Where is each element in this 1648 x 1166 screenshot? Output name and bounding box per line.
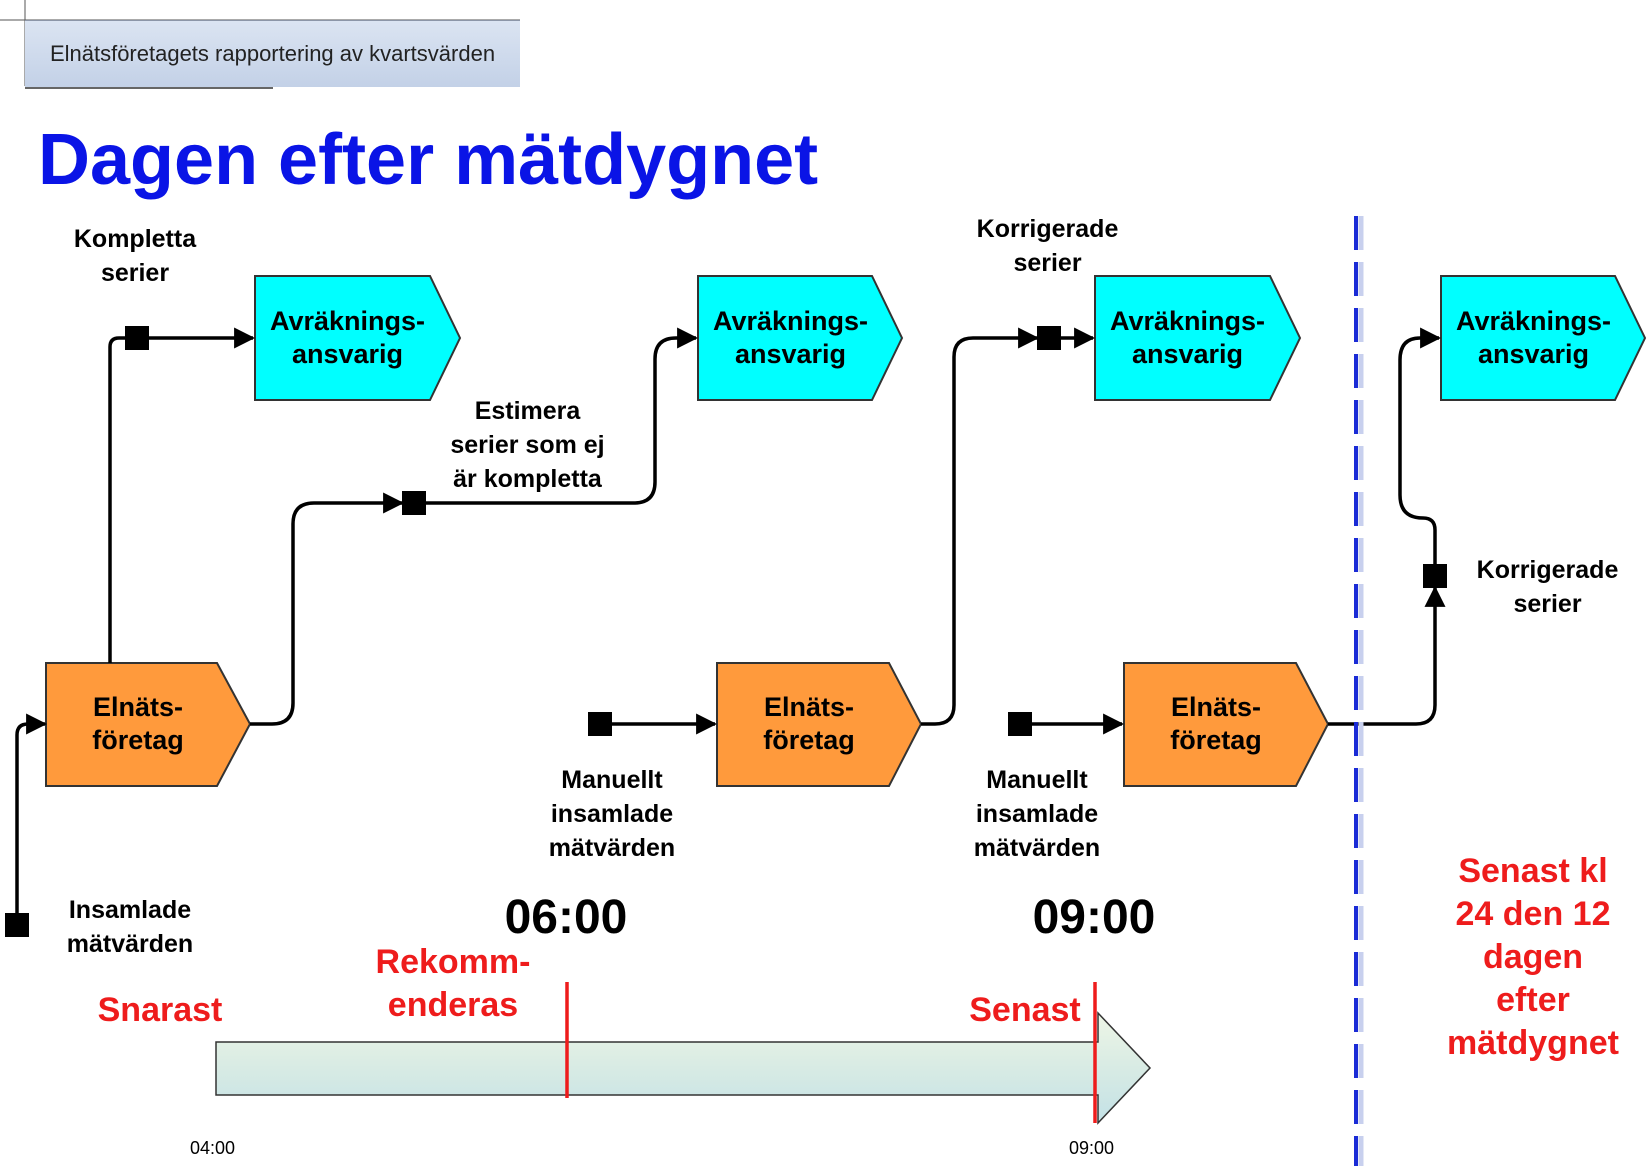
connectors — [15, 327, 1446, 925]
avrakning-box-1 — [254, 275, 462, 401]
datapoint-square-korrigerade-top — [1037, 326, 1061, 350]
elnat-label-3: Elnäts- företag — [1170, 692, 1262, 755]
elnat-box-1 — [45, 662, 252, 787]
time-0900: 09:00 — [1032, 891, 1156, 944]
datapoint-square-estimera — [402, 491, 426, 515]
label-manuellt-insamlade-1: Manuellt insamlade mätvärden — [548, 766, 676, 862]
avrakning-label-3: Avräknings- ansvarig — [1109, 306, 1266, 369]
connector-estimera-to-avr2 — [414, 327, 699, 505]
page-title: Dagen efter mätdygnet — [38, 120, 819, 200]
label-insamlade-matvarden: Insamlade mätvärden — [66, 896, 194, 958]
label-manuellt-insamlade-2: Manuellt insamlade mätvärden — [973, 766, 1101, 862]
datapoint-square-manuellt-1 — [588, 712, 612, 736]
avrakning-box-4 — [1440, 275, 1647, 401]
timeline-arrow — [215, 1011, 1152, 1125]
label-kompletta-serier: Kompletta serier — [73, 225, 197, 287]
connector-insamlade — [15, 713, 48, 925]
datapoint-square-korrigerade-right — [1423, 564, 1447, 588]
datapoint-square-insamlade — [5, 913, 29, 937]
elnat-box-2 — [716, 662, 923, 787]
avrakning-label-1: Avräknings- ansvarig — [269, 306, 426, 369]
label-snarast: Snarast — [97, 991, 223, 1029]
label-rekommenderas: Rekomm- enderas — [375, 943, 531, 1024]
header-text: Elnätsföretagets rapportering av kvartsv… — [49, 41, 496, 66]
time-0600: 06:00 — [504, 891, 628, 944]
elnat-box-3 — [1123, 662, 1330, 787]
datapoint-square-manuellt-2 — [1008, 712, 1032, 736]
avrakning-box-2 — [697, 275, 904, 401]
connector-elnat2-to-korr — [921, 327, 1040, 726]
connector-kompletta — [108, 327, 256, 663]
elnat-label-1: Elnäts- företag — [92, 692, 184, 755]
connector-to-avr4 — [1398, 327, 1442, 564]
label-deadline: Senast kl 24 den 12 dagen efter mätdygne… — [1447, 852, 1619, 1062]
label-korrigerade-serier-top: Korrigerade serier — [976, 215, 1119, 277]
header-bar: Elnätsföretagets rapportering av kvartsv… — [25, 20, 520, 87]
label-estimera-serier: Estimera serier som ej är kompletta — [450, 397, 605, 493]
label-korrigerade-serier-right: Korrigerade serier — [1476, 556, 1619, 618]
connector-elnat3-up — [1328, 585, 1446, 726]
avrakning-box-3 — [1094, 275, 1302, 401]
label-senast: Senast — [969, 991, 1081, 1029]
avrakning-label-2: Avräknings- ansvarig — [712, 306, 869, 369]
avrakning-label-4: Avräknings- ansvarig — [1455, 306, 1612, 369]
axis-label-start: 04:00 — [190, 1138, 236, 1158]
axis-label-end: 09:00 — [1069, 1138, 1115, 1158]
connector-to-estimera — [250, 492, 405, 726]
datapoint-square-kompletta — [125, 326, 149, 350]
elnat-label-2: Elnäts- företag — [763, 692, 855, 755]
